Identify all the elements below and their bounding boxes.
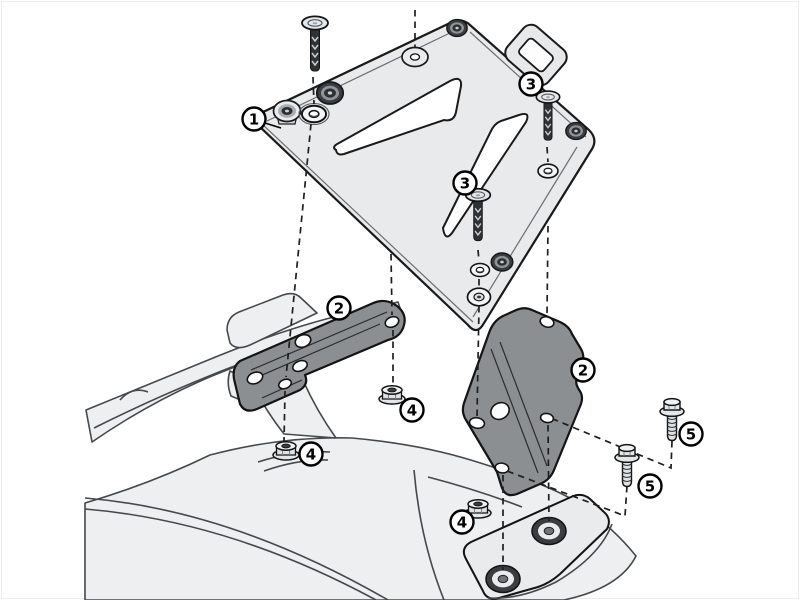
- bushing-icon: [531, 516, 567, 546]
- grommet-icon: [565, 121, 587, 141]
- callout-3-top: 3: [518, 71, 544, 97]
- bushing-icon: [485, 564, 521, 594]
- callout-5-upper-label: 5: [686, 426, 696, 444]
- plate-cutout-right: [441, 112, 529, 238]
- left-bracket-holes: [246, 315, 400, 390]
- callout-4-left: 4: [298, 441, 324, 467]
- callout-5-upper: 5: [678, 421, 704, 447]
- callout-3-middle-label: 3: [460, 175, 470, 193]
- callout-1: 1: [241, 106, 267, 132]
- callouts: 1 2 2 3 3 4 4 4: [241, 71, 704, 535]
- flange-nut-icon: [272, 441, 300, 461]
- callout-1-label: 1: [249, 111, 259, 129]
- callout-4-right-label: 4: [407, 402, 417, 420]
- callout-4-bottom: 4: [449, 509, 475, 535]
- callout-5-lower: 5: [637, 473, 663, 499]
- countersunk-screw-icon: [301, 15, 329, 72]
- lower-support-bracket: [462, 493, 613, 600]
- callout-5-lower-label: 5: [645, 478, 655, 496]
- callout-2-left-label: 2: [334, 300, 344, 318]
- left-side-bracket: [232, 299, 406, 412]
- strap-hook-loop: [504, 23, 568, 87]
- callout-3-top-label: 3: [526, 76, 536, 94]
- callout-4-right: 4: [399, 397, 425, 423]
- callout-3-middle: 3: [452, 170, 478, 196]
- plate-cutout-left: [333, 77, 463, 156]
- rack-plate: [253, 18, 596, 332]
- callout-2-right: 2: [570, 357, 596, 383]
- callout-4-bottom-label: 4: [457, 514, 467, 532]
- bike-mount-plate-upper: [226, 292, 318, 349]
- assembly-guide-lines: [283, 10, 673, 570]
- flange-bolt-icon: [614, 443, 640, 488]
- right-bracket-holes: [468, 315, 555, 474]
- callout-1-leader: [264, 122, 282, 129]
- well-nut-grommet-icon: [272, 99, 302, 125]
- grommet-icon: [315, 81, 345, 105]
- grommet-icon: [490, 252, 514, 272]
- grommet-icon: [446, 18, 468, 38]
- right-side-bracket: [461, 307, 585, 497]
- flange-nut-icon: [378, 385, 406, 405]
- callout-2-left: 2: [326, 295, 352, 321]
- spacer-ring: [466, 287, 492, 307]
- callout-4-left-label: 4: [306, 446, 316, 464]
- callout-2-right-label: 2: [578, 362, 588, 380]
